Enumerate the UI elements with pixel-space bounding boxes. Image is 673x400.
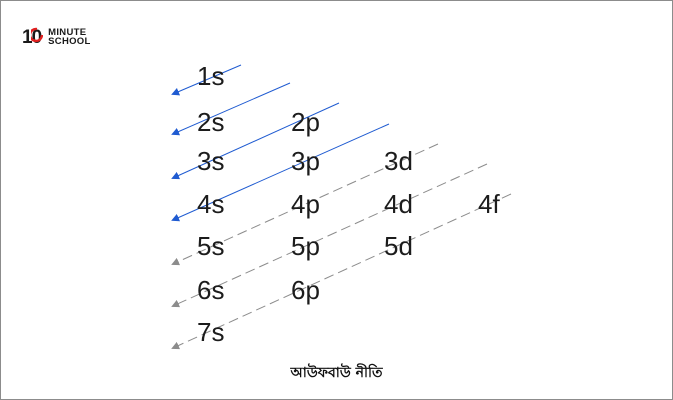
logo-line-minute: MINUTE	[48, 27, 87, 38]
orbital-3p: 3p	[291, 146, 320, 176]
ten-minute-school-logo: 10 MINUTE SCHOOL	[22, 26, 91, 48]
orbital-2p: 2p	[291, 107, 320, 137]
arrow-3-solid	[171, 102, 340, 180]
arrow-1-solid	[171, 64, 242, 96]
logo-line-school: SCHOOL	[48, 36, 91, 47]
arrow-2-solid	[171, 82, 291, 136]
orbital-4p: 4p	[291, 189, 320, 219]
orbital-3s: 3s	[197, 146, 225, 176]
arrow-5-dashed	[171, 143, 439, 266]
orbital-4s: 4s	[197, 189, 225, 219]
orbital-4d: 4d	[384, 189, 413, 219]
arrow-4-solid	[171, 123, 390, 222]
arrow-6-dashed	[171, 163, 488, 308]
orbital-3d: 3d	[384, 146, 413, 176]
diagram-caption: আউফবাউ নীতি	[290, 365, 383, 381]
orbital-6p: 6p	[291, 275, 320, 305]
orbital-6s: 6s	[197, 275, 225, 305]
orbital-1s: 1s	[197, 61, 225, 91]
logo-red-arc-icon	[31, 27, 43, 43]
orbital-7s: 7s	[197, 317, 225, 347]
orbital-5d: 5d	[384, 231, 413, 261]
orbital-2s: 2s	[197, 107, 225, 137]
arrow-7-dashed	[171, 193, 512, 350]
logo-wordmark: MINUTE SCHOOL	[48, 27, 91, 47]
orbital-4f: 4f	[478, 189, 500, 219]
orbital-5p: 5p	[291, 231, 320, 261]
orbital-5s: 5s	[197, 231, 225, 261]
